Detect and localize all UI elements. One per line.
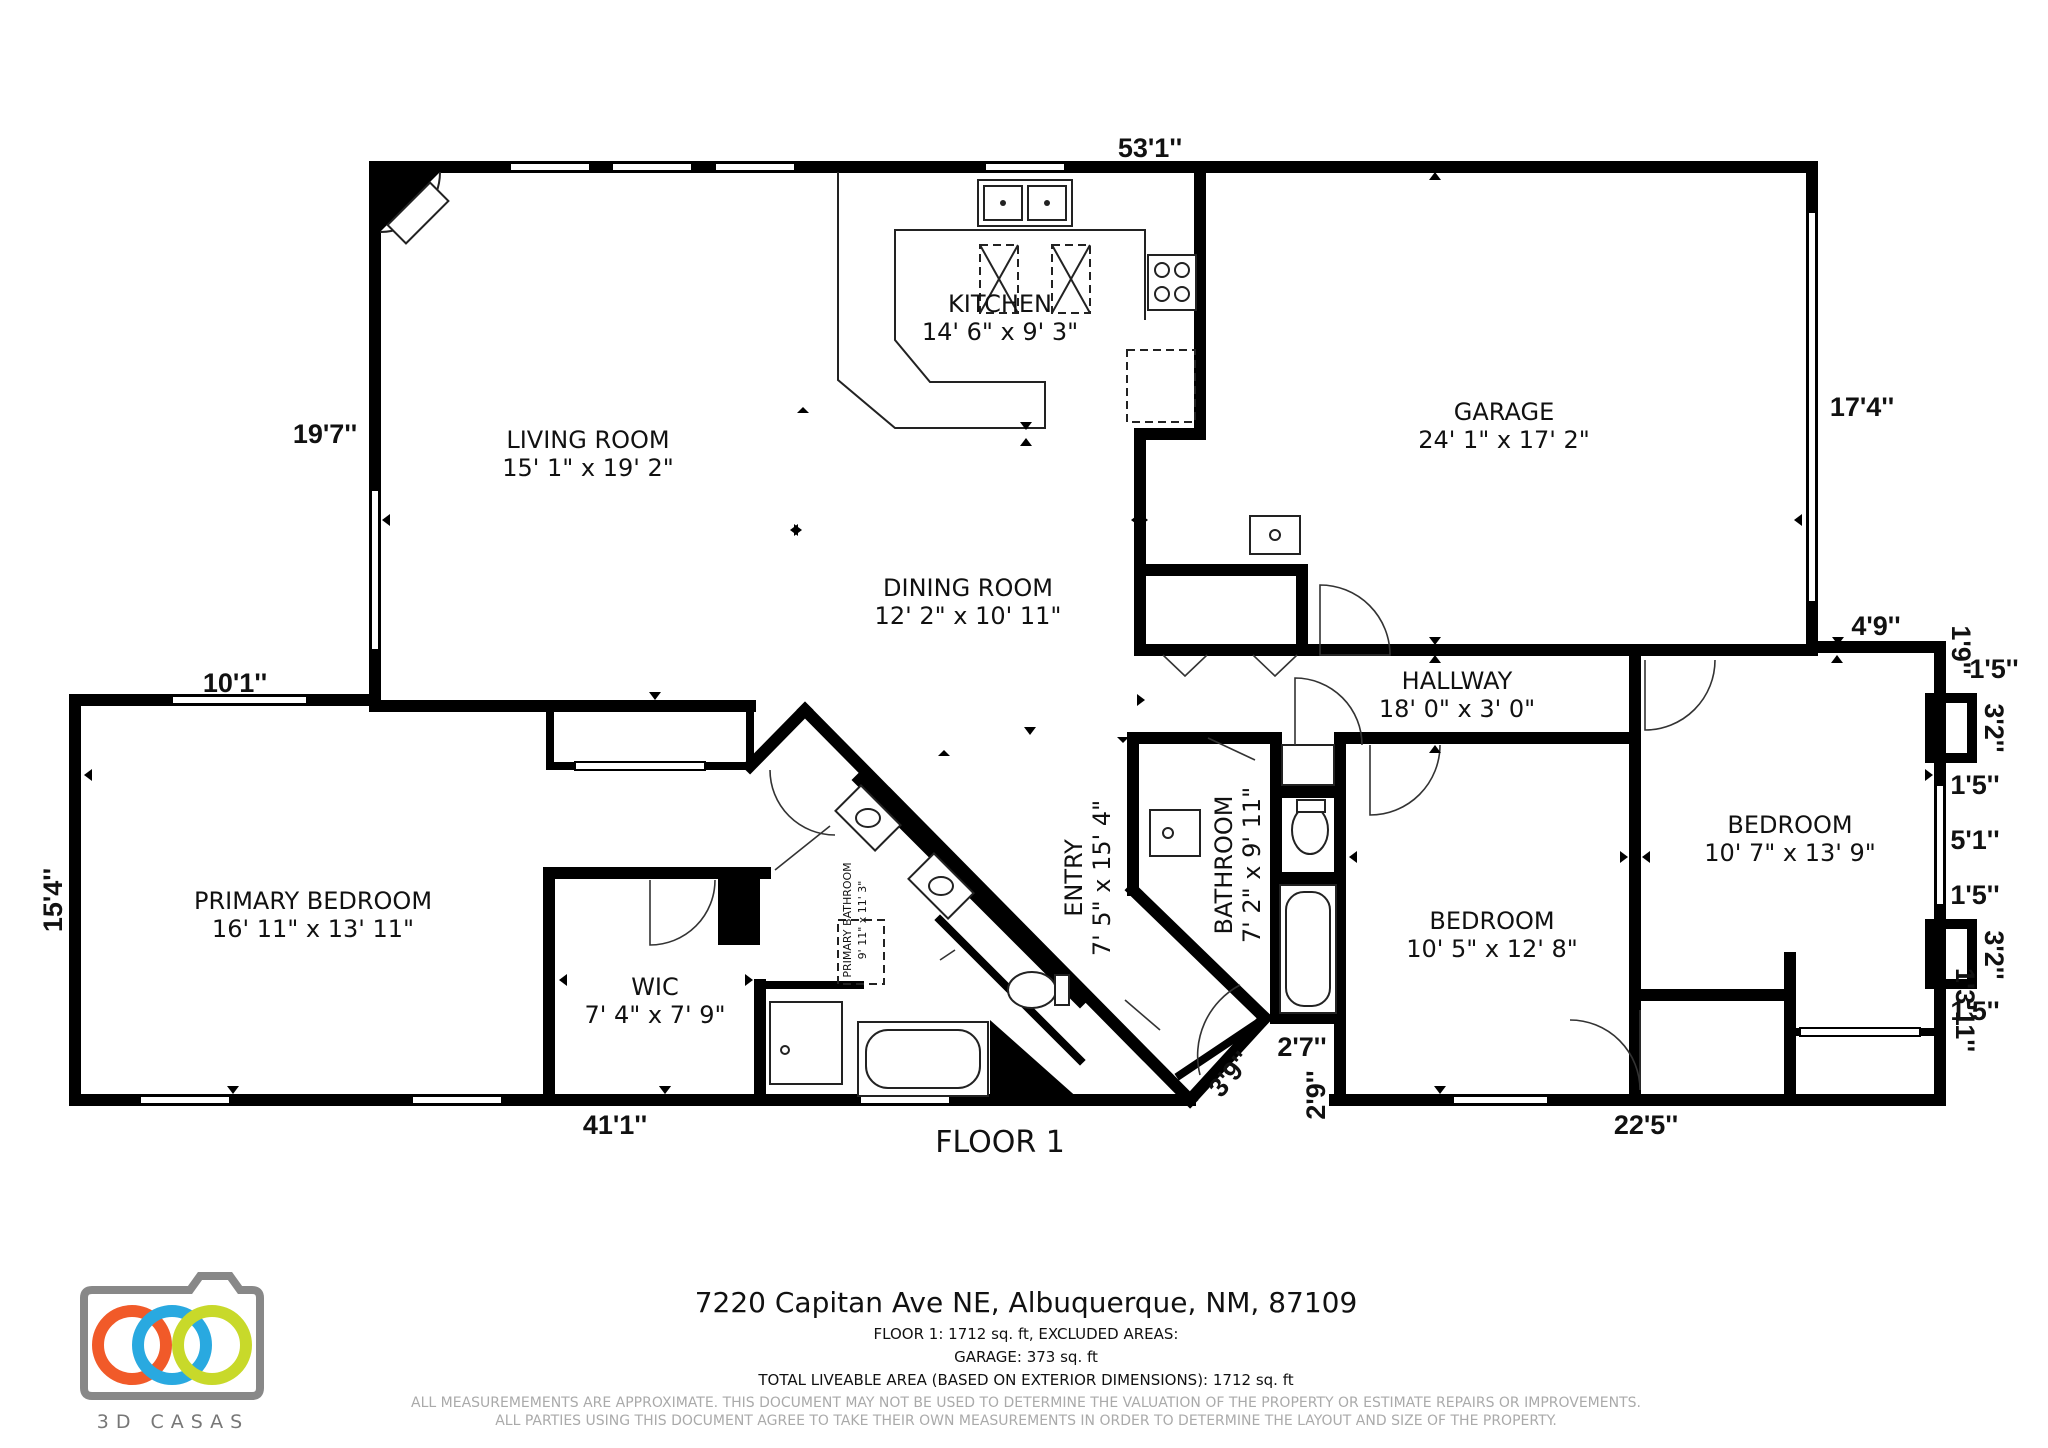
dim-entry-small: 2'7'' [1277, 1032, 1326, 1062]
floor-label: FLOOR 1 [935, 1125, 1065, 1160]
logo-3d-casas: 3D CASAS [80, 1272, 264, 1433]
bedroom-right-name: BEDROOM [1727, 811, 1852, 839]
dim-right-6: 1'5'' [1950, 880, 1999, 910]
dim-right-5: 5'1'' [1950, 825, 1999, 855]
room-labels: KITCHEN 14' 6" x 9' 3" LIVING ROOM 15' 1… [194, 290, 1876, 1029]
hallway-name: HALLWAY [1402, 667, 1513, 695]
dining-room-name: DINING ROOM [883, 574, 1053, 602]
camera-icon [80, 1272, 264, 1400]
walls [69, 161, 1977, 1109]
dim-right-9: 1'3'11'' [1950, 968, 1980, 1052]
wall-markers [84, 172, 1933, 1094]
kitchen-size: 14' 6" x 9' 3" [922, 318, 1078, 346]
primary-bedroom-name: PRIMARY BEDROOM [194, 887, 432, 915]
fireplace-icon [379, 171, 450, 245]
wic-size: 7' 4" x 7' 9" [584, 1001, 725, 1029]
dim-step-top: 4'9'' [1851, 611, 1900, 641]
bedroom-center-name: BEDROOM [1429, 907, 1554, 935]
primary-bathroom-name: PRIMARY BATHROOM [841, 862, 854, 977]
bedroom-center-size: 10' 5" x 12' 8" [1406, 935, 1578, 963]
living-room-size: 15' 1" x 19' 2" [502, 454, 674, 482]
entry-name: ENTRY [1060, 839, 1088, 917]
dining-room-size: 12' 2" x 10' 11" [875, 602, 1062, 630]
footer-line2: GARAGE: 373 sq. ft [954, 1348, 1098, 1366]
dim-bottom-left: 41'1'' [583, 1110, 647, 1140]
dim-right-4: 1'5'' [1950, 770, 1999, 800]
bath-fixtures [769, 515, 1337, 1097]
dim-bottom-right: 22'5'' [1614, 1110, 1678, 1140]
dim-top: 53'1'' [1118, 133, 1182, 163]
bathroom-size: 7' 2" x 9' 11" [1238, 787, 1266, 943]
logo-text: 3D CASAS [97, 1411, 250, 1433]
dim-right-3: 3'2'' [1979, 703, 2009, 752]
dim-primary-left: 15'4'' [38, 868, 68, 932]
address: 7220 Capitan Ave NE, Albuquerque, NM, 87… [695, 1286, 1358, 1319]
footer-line1: FLOOR 1: 1712 sq. ft, EXCLUDED AREAS: [874, 1325, 1179, 1343]
hallway-size: 18' 0" x 3' 0" [1379, 695, 1535, 723]
primary-bathroom-size: 9' 11" x 11' 3" [856, 881, 869, 960]
wic-name: WIC [631, 973, 679, 1001]
dim-right-7: 3'2'' [1979, 930, 2009, 979]
disclaimer-2: ALL PARTIES USING THIS DOCUMENT AGREE TO… [495, 1413, 1557, 1429]
footer-line3: TOTAL LIVEABLE AREA (BASED ON EXTERIOR D… [757, 1371, 1293, 1389]
kitchen-name: KITCHEN [948, 290, 1052, 318]
dim-right-2: 1'5'' [1969, 654, 2018, 684]
disclaimer-1: ALL MEASUREMEMENTS ARE APPROXIMATE. THIS… [411, 1395, 1641, 1411]
dimension-labels: 53'1'' 19'7'' 17'4'' 10'1'' 15'4'' 41'1'… [38, 133, 2019, 1140]
dim-primary-top: 10'1'' [203, 668, 267, 698]
dim-right-1: 1'9'' [1946, 625, 1976, 674]
garage-name: GARAGE [1454, 398, 1554, 426]
bathroom-name: BATHROOM [1210, 796, 1238, 935]
kitchen-fixtures [837, 172, 1197, 429]
bedroom-right-size: 10' 7" x 13' 9" [1704, 839, 1876, 867]
primary-bedroom-size: 16' 11" x 13' 11" [212, 915, 414, 943]
windows [139, 162, 1945, 1105]
doors [649, 584, 1716, 1091]
dim-left-upper: 19'7'' [293, 419, 357, 449]
entry-size: 7' 5" x 15' 4" [1088, 800, 1116, 956]
dim-right-8: 1'5'' [1950, 996, 1999, 1026]
footer: 7220 Capitan Ave NE, Albuquerque, NM, 87… [411, 1286, 1641, 1429]
dim-entry-vert: 2'9'' [1301, 1070, 1331, 1119]
dim-garage-right: 17'4'' [1830, 392, 1894, 422]
living-room-name: LIVING ROOM [506, 426, 669, 454]
garage-size: 24' 1" x 17' 2" [1418, 426, 1590, 454]
